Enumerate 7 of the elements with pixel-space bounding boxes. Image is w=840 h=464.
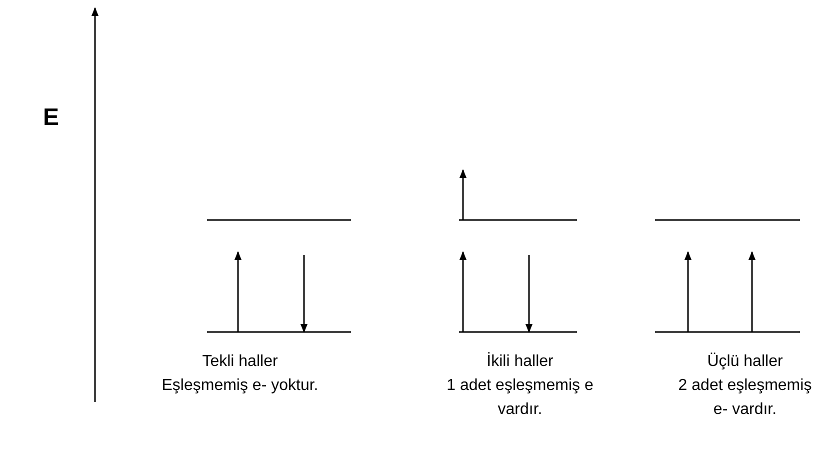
state-caption: Tekli haller (201, 352, 279, 372)
axis-label: E (42, 106, 60, 130)
state-caption: İkili haller (486, 351, 554, 372)
state-caption: Üçlü haller (706, 352, 784, 372)
state-caption: 1 adet eşleşmemiş e vardır. (446, 376, 594, 420)
state-caption: 2 adet eşleşmemiş e- vardır. (677, 376, 813, 420)
state-caption: Eşleşmemiş e- yoktur. (160, 376, 320, 396)
